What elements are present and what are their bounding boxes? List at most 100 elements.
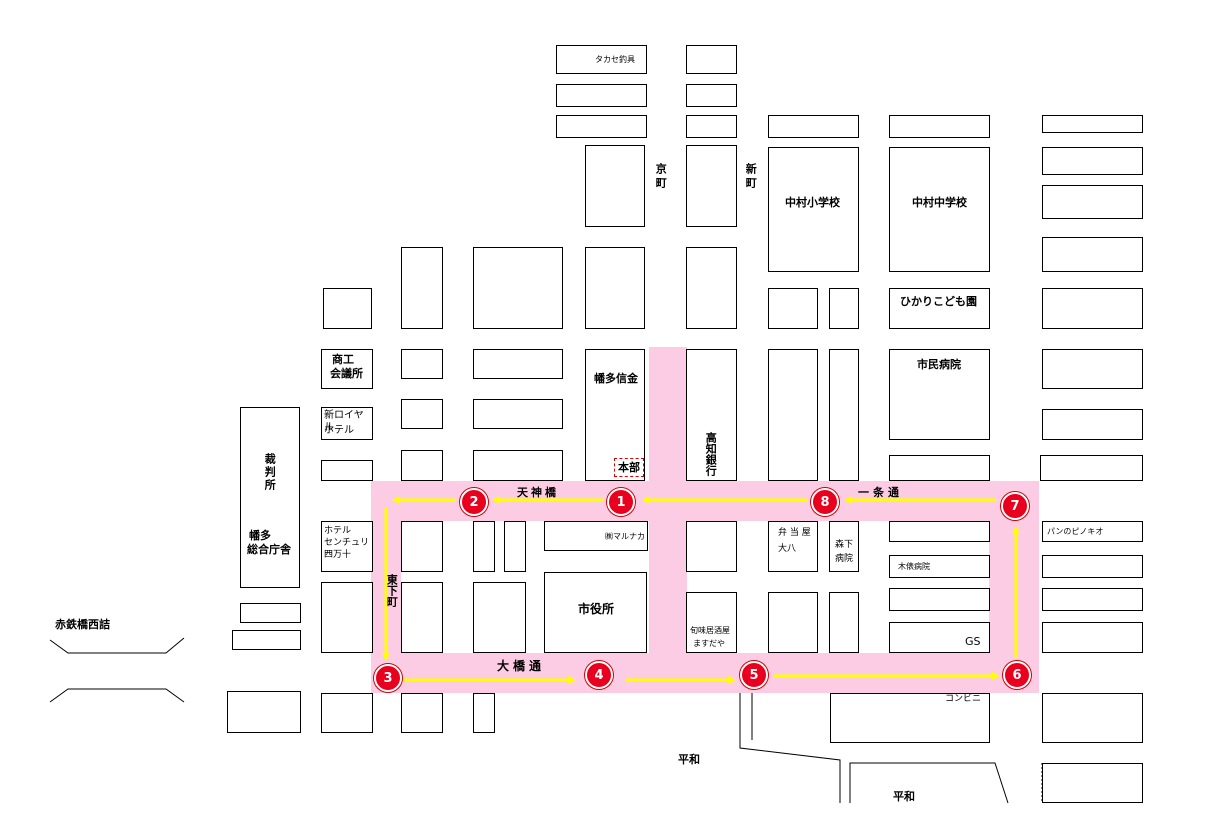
building — [1040, 455, 1143, 481]
building — [1042, 115, 1143, 133]
hotel-century-label-3: 四万十 — [324, 550, 352, 560]
building — [830, 693, 990, 743]
honbu-label: 本部 — [614, 458, 644, 478]
building-hotel-century: ホテル センチュリー 四万十 — [321, 521, 373, 572]
building — [401, 349, 443, 379]
building — [473, 693, 495, 733]
bento-label-2: 大八 — [778, 544, 797, 554]
nakamura-elem-label: 中村小学校 — [785, 196, 840, 209]
building — [829, 288, 859, 329]
street-tenjinbashi: 天神橋 — [517, 486, 559, 499]
building-izakaya: 旬味居酒屋 ますだや — [686, 592, 737, 653]
building-shiyakusho: 市役所 — [544, 572, 647, 653]
building — [686, 45, 737, 74]
building — [829, 592, 859, 653]
building-morishita: 森下 病院 — [829, 521, 859, 572]
building — [768, 592, 818, 653]
building — [504, 521, 526, 572]
road-heiwa-a — [739, 693, 841, 803]
gs-label: GS — [965, 635, 981, 648]
building — [321, 582, 373, 653]
building — [473, 399, 563, 429]
building — [585, 247, 645, 329]
bridge-upper — [49, 637, 185, 654]
road-heiwa-b — [849, 762, 1009, 804]
building-tsurui: 裁判所 幡多 総合庁舎 — [240, 407, 300, 588]
building — [240, 603, 301, 623]
hata-sogo-label-2: 総合庁舎 — [247, 543, 291, 556]
building-kochi-ginko: 高知銀行 — [686, 349, 737, 481]
marker-3[interactable]: 3 — [374, 664, 402, 692]
route-arrows — [382, 496, 1020, 684]
building — [1042, 185, 1143, 219]
building-hikari: ひかりこども園 — [889, 288, 990, 329]
bento-label-1: 弁 当 屋 — [778, 528, 811, 538]
building — [768, 115, 859, 138]
takase-label: タカセ釣具 — [595, 55, 635, 64]
hotel-century-label-1: ホテル — [324, 526, 352, 536]
building-new-royal: 新ロイヤル ホテル — [321, 407, 373, 440]
building — [321, 693, 373, 733]
building — [686, 84, 737, 107]
building — [768, 349, 818, 481]
building — [585, 145, 645, 227]
building — [686, 247, 737, 329]
building — [227, 691, 301, 733]
building — [686, 145, 737, 227]
street-heiwa-1: 平和 — [678, 753, 700, 766]
shoko-label-2: 会議所 — [330, 367, 363, 380]
building — [401, 247, 443, 329]
building-gs: GS — [889, 622, 990, 653]
hata-sogo-label-1: 幡多 — [249, 529, 271, 542]
street-kyomachi: 京町 — [654, 163, 668, 191]
building — [889, 455, 990, 481]
building — [556, 84, 647, 107]
nakamura-jr-label: 中村中学校 — [912, 196, 967, 209]
marker-6[interactable]: 6 — [1003, 661, 1031, 689]
marker-2[interactable]: 2 — [460, 488, 488, 516]
building — [473, 247, 563, 329]
building — [401, 399, 443, 429]
center-band — [649, 347, 687, 693]
building — [1042, 409, 1143, 440]
marker-1[interactable]: 1 — [607, 488, 635, 516]
ohashi-band — [371, 653, 1039, 693]
building-bento: 弁 当 屋 大八 — [768, 521, 818, 572]
street-ohashi: 大橋通 — [497, 659, 546, 673]
shiyakusho-label: 市役所 — [578, 602, 615, 616]
kochi-ginko-label: 高知銀行 — [704, 432, 718, 476]
building — [889, 115, 990, 138]
street-shinmachi: 新町 — [744, 163, 758, 191]
marunaka-label: ㈱マルナカ — [605, 532, 645, 541]
building — [321, 460, 373, 481]
building — [1042, 237, 1143, 272]
marker-8[interactable]: 8 — [811, 488, 839, 516]
street-ichijo: 一条通 — [858, 486, 903, 499]
building — [1042, 588, 1143, 611]
marker-7[interactable]: 7 — [1001, 492, 1029, 520]
building — [401, 521, 443, 572]
building — [401, 582, 443, 653]
street-heiwa-2: 平和 — [893, 790, 915, 803]
new-royal-label-2: ホテル — [324, 425, 354, 436]
marker-4[interactable]: 4 — [585, 661, 613, 689]
street-akatetsu: 赤鉄橋西詰 — [55, 618, 110, 631]
saibansho-label: 裁判所 — [263, 453, 277, 492]
marker-5[interactable]: 5 — [740, 661, 768, 689]
building — [1042, 622, 1143, 653]
building-takase: タカセ釣具 — [556, 45, 647, 74]
building-hata-shinkin: 幡多信金 本部 — [585, 349, 645, 481]
building — [473, 582, 526, 653]
konbini-label: コンビニ — [945, 694, 982, 704]
shoko-label-1: 商工 — [332, 353, 354, 366]
building — [1042, 147, 1143, 175]
building — [889, 588, 990, 611]
kijo-label: 木俵病院 — [898, 562, 930, 571]
street-higashishimo: 東下町 — [385, 574, 399, 607]
building — [473, 450, 563, 481]
morishita-label-1: 森下 — [835, 540, 854, 550]
building-marunaka: ㈱マルナカ — [544, 521, 648, 551]
building — [323, 288, 372, 329]
